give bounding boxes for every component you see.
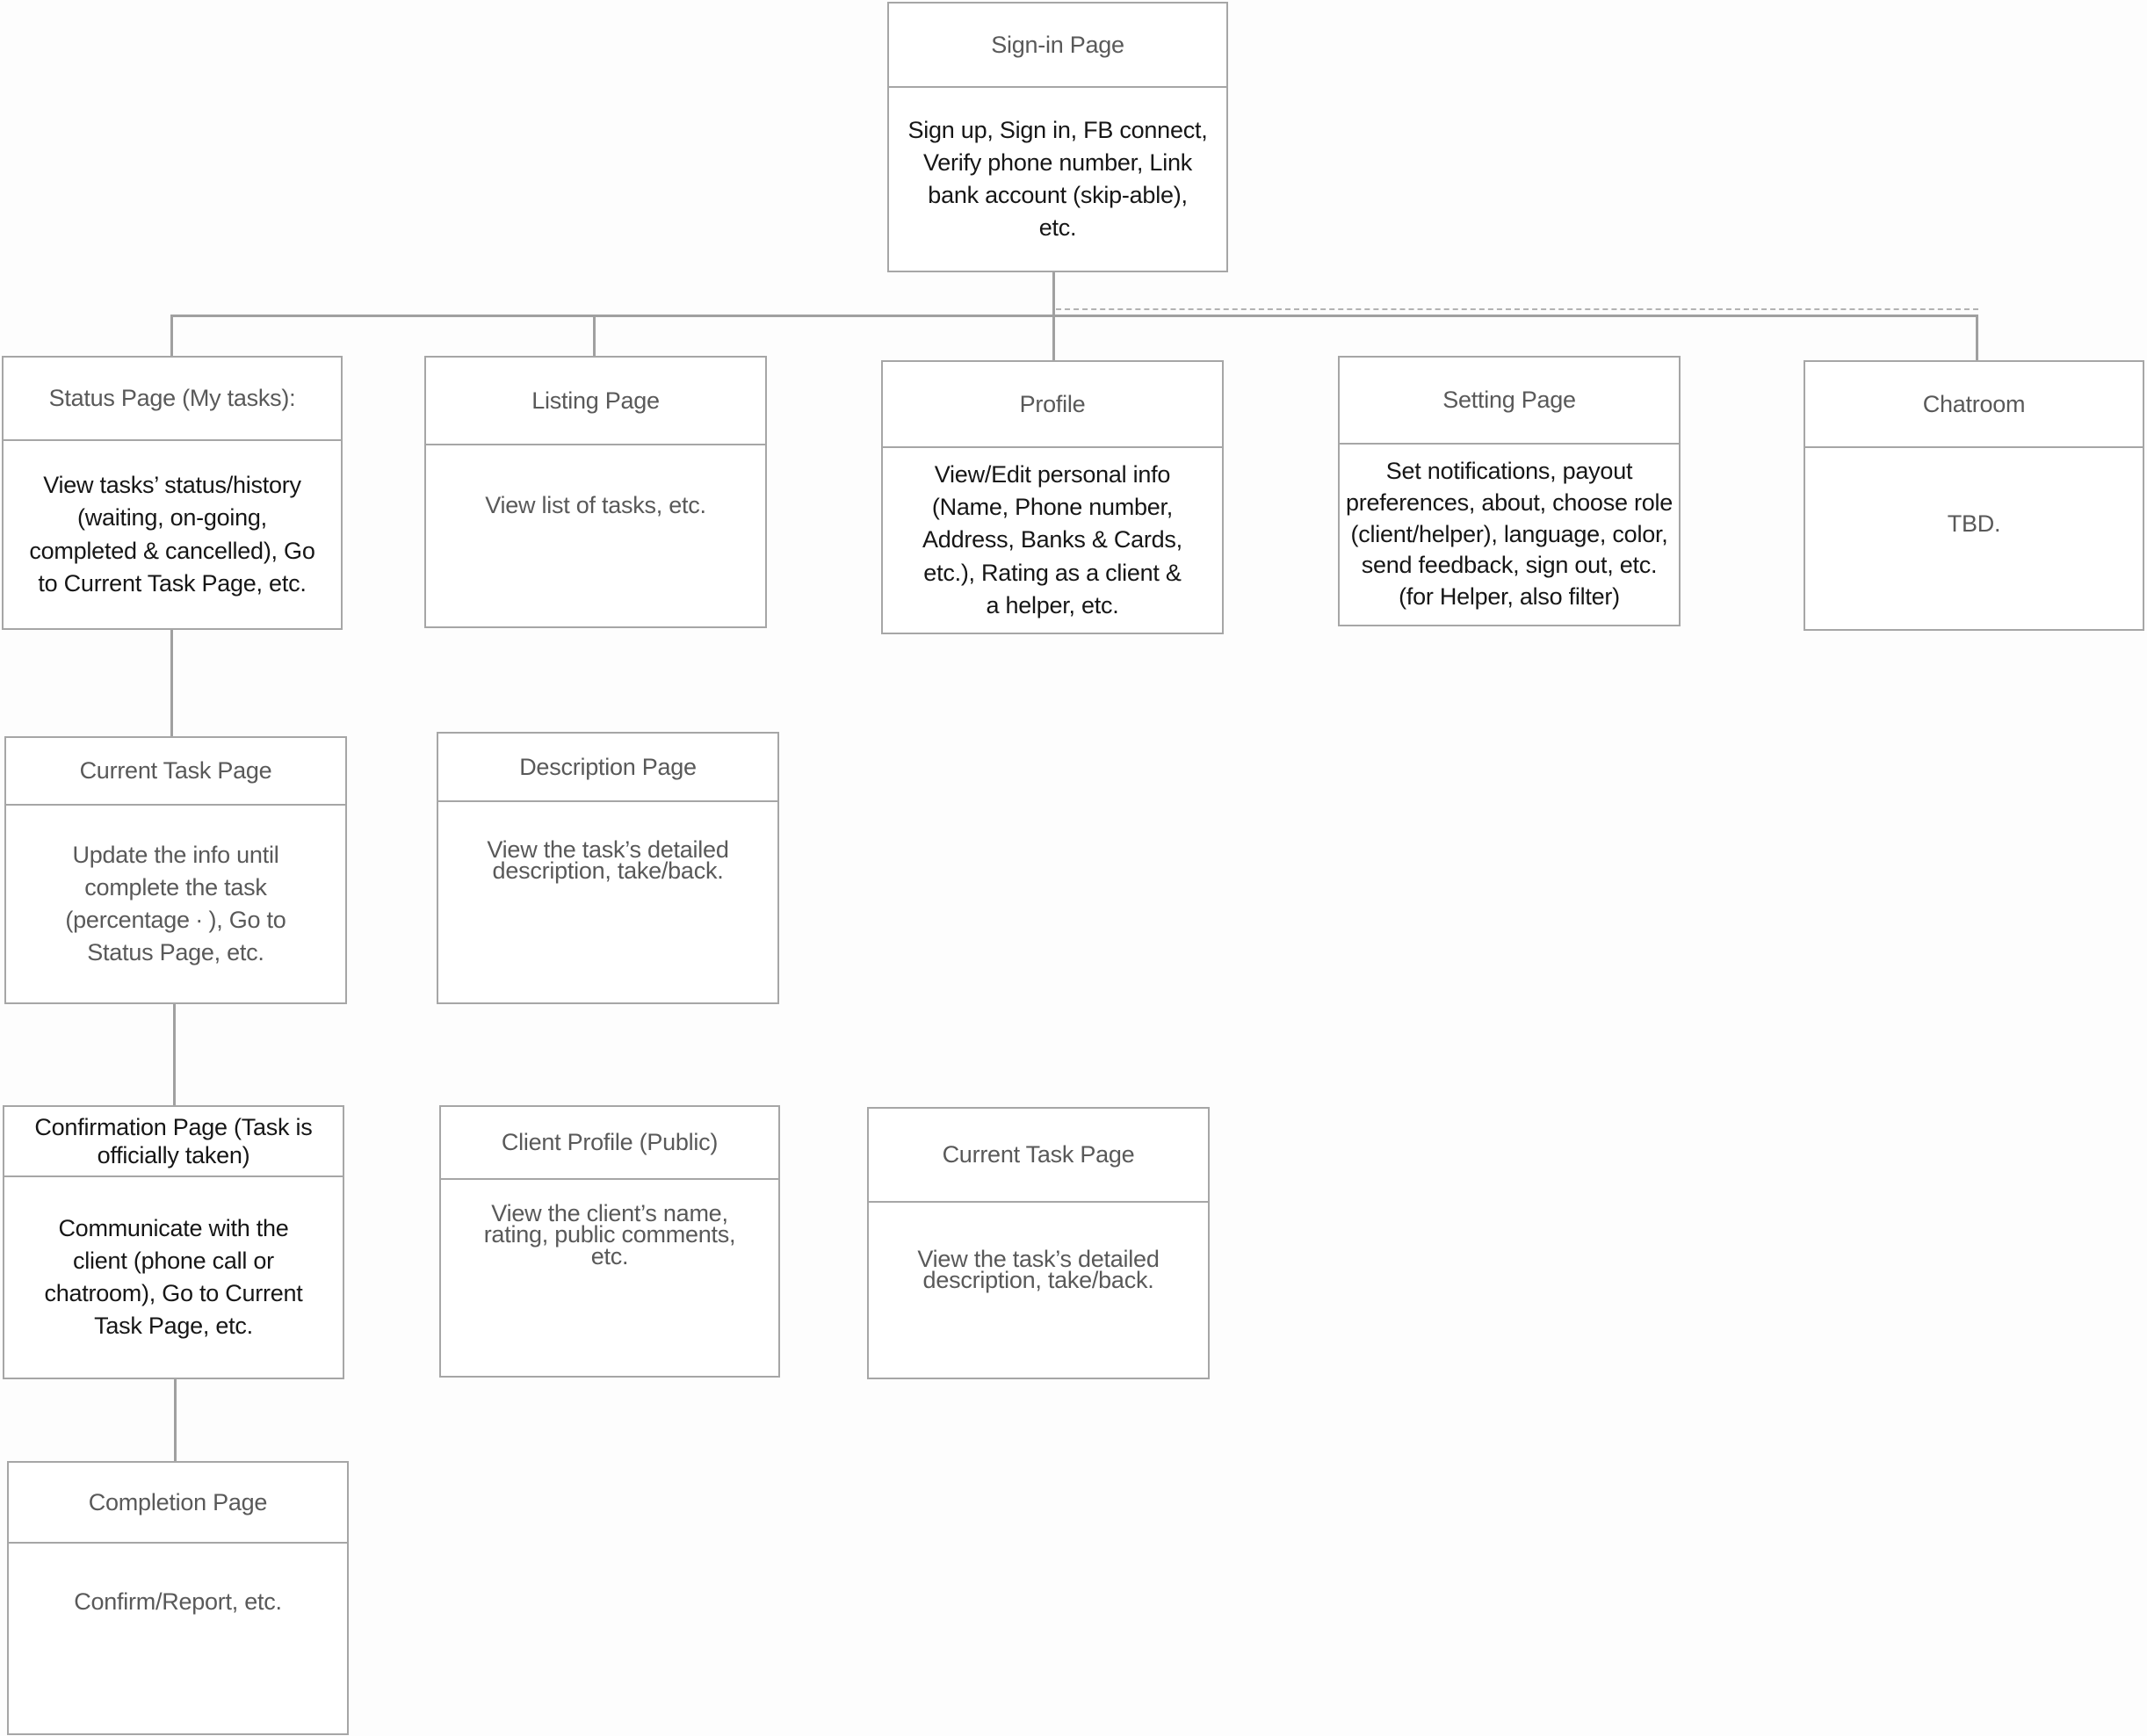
node-title: Profile — [883, 362, 1222, 448]
node-title: Status Page (My tasks): — [4, 358, 341, 441]
node-body: View/Edit personal info (Name, Phone num… — [922, 460, 1182, 618]
node-current-task-page: Current Task Page Update the info until … — [4, 736, 347, 1004]
node-title: Completion Page — [9, 1463, 347, 1544]
node-body: Sign up, Sign in, FB connect, Verify pho… — [907, 116, 1208, 242]
node-body: TBD. — [1947, 510, 2001, 537]
connector-row2-horizontal-dashed — [1056, 308, 1978, 310]
node-title: Setting Page — [1340, 358, 1679, 445]
connector-row2-horizontal — [171, 315, 1978, 317]
node-completion-page: Completion Page Confirm/Report, etc. — [7, 1461, 349, 1735]
node-title: Confirmation Page (Task is officially ta… — [4, 1107, 343, 1177]
node-listing-page: Listing Page View list of tasks, etc. — [424, 356, 767, 628]
node-body: View tasks’ status/history (waiting, on-… — [29, 472, 315, 597]
connector-drop-chatroom — [1976, 315, 1978, 360]
connector-drop-status — [170, 315, 173, 356]
node-title: Chatroom — [1805, 362, 2143, 448]
connector-confirmation-completion — [174, 1378, 177, 1461]
node-title: Client Profile (Public) — [441, 1107, 778, 1180]
connector-currenttask-confirmation — [173, 1004, 176, 1105]
node-title: Current Task Page — [869, 1109, 1208, 1203]
node-chatroom: Chatroom TBD. — [1804, 360, 2144, 631]
node-body: Set notifications, payout preferences, a… — [1346, 458, 1673, 610]
node-body: Confirm/Report, etc. — [74, 1588, 282, 1615]
node-body: Update the info until complete the task … — [65, 841, 286, 966]
node-body: View the task’s detailed description, ta… — [917, 1246, 1160, 1294]
node-title: Description Page — [438, 734, 777, 802]
node-title: Current Task Page — [6, 738, 345, 806]
node-title: Sign-in Page — [889, 4, 1226, 88]
node-body: View list of tasks, etc. — [485, 492, 706, 518]
connector-status-currenttask — [170, 630, 173, 736]
node-description-page: Description Page View the task’s detaile… — [437, 732, 779, 1004]
node-confirmation-page: Confirmation Page (Task is officially ta… — [3, 1105, 344, 1379]
connector-signin-stem — [1052, 272, 1055, 316]
node-profile: Profile View/Edit personal info (Name, P… — [881, 360, 1224, 634]
node-status-page: Status Page (My tasks): View tasks’ stat… — [2, 356, 343, 630]
connector-drop-profile — [1052, 315, 1055, 360]
node-setting-page: Setting Page Set notifications, payout p… — [1338, 356, 1681, 626]
node-body: View the task’s detailed description, ta… — [487, 836, 729, 885]
connector-drop-listing — [593, 315, 596, 356]
node-title: Listing Page — [426, 358, 765, 445]
node-body: View the client’s name, rating, public c… — [483, 1200, 736, 1269]
node-sign-in-page: Sign-in Page Sign up, Sign in, FB connec… — [887, 2, 1228, 272]
node-current-task-page-2: Current Task Page View the task’s detail… — [867, 1107, 1210, 1379]
node-client-profile: Client Profile (Public) View the client’… — [439, 1105, 780, 1378]
node-body: Communicate with the client (phone call … — [44, 1214, 303, 1340]
